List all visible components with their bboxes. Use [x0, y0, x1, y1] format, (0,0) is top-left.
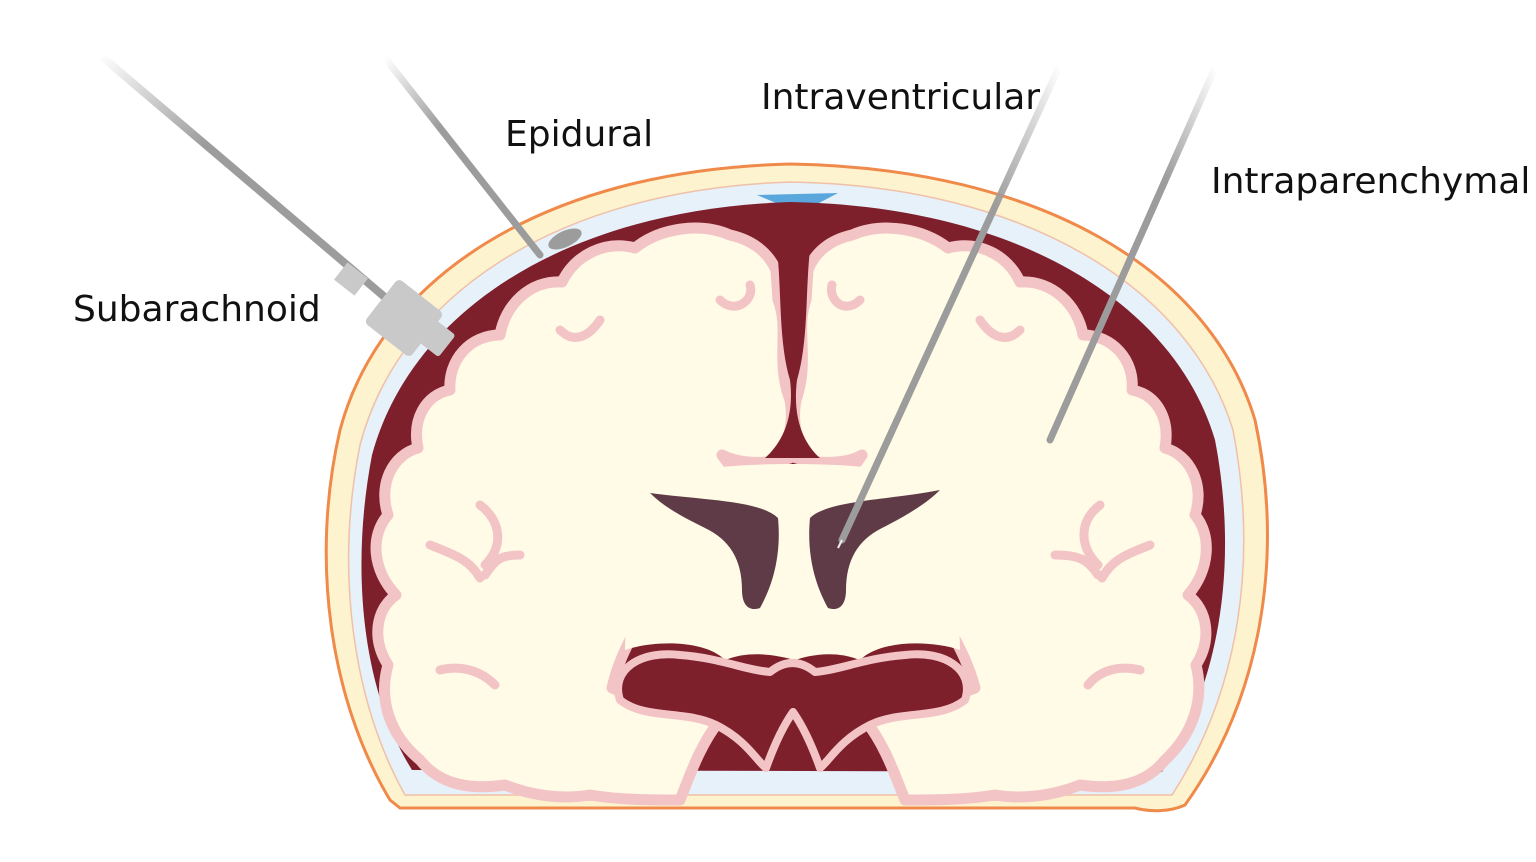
epidural-sensor-icon: [381, 54, 582, 259]
interhemispheric-fissure: [765, 215, 820, 458]
left-ventricle: [650, 493, 779, 610]
basal-region: [614, 650, 971, 772]
bolt-icon: [96, 51, 455, 357]
label-intraparenchymal: Intraparenchymal: [1211, 161, 1531, 202]
right-ventricle: [809, 490, 940, 610]
catheter-icon: [837, 61, 1064, 549]
label-intraventricular: Intraventricular: [761, 77, 1041, 118]
probe-icon: [1046, 64, 1219, 444]
label-epidural: Epidural: [505, 114, 654, 155]
label-subarachnoid: Subarachnoid: [73, 289, 321, 330]
gyral-folds: [425, 280, 1155, 690]
left-hemisphere: [370, 222, 797, 806]
